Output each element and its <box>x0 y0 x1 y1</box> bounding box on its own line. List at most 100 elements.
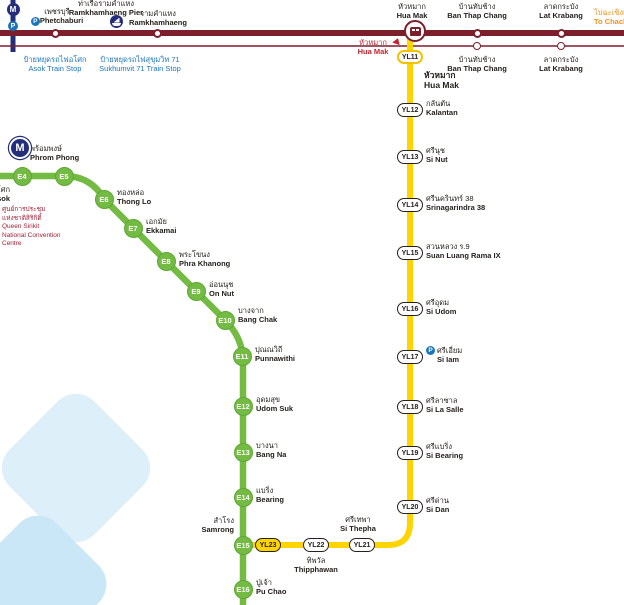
qsncc-label: ศูนย์การประชุม แห่งชาติสิริกิติ์ Queen S… <box>2 206 66 249</box>
direction-eng: To Chachoengsao <box>594 17 624 26</box>
station-name-eng: Samrong <box>201 525 234 534</box>
station-name-thai: พระโขนง <box>179 250 210 259</box>
station-name-thai: รามคำแหง <box>140 9 176 18</box>
station-name-thai: บางจาก <box>238 306 264 315</box>
qsncc-line: Queen Sirikit <box>2 223 40 230</box>
station-name-eng: On Nut <box>209 289 234 298</box>
green-station-marker: E5 <box>54 166 74 186</box>
station-name-thai: ปุณณวิถี <box>255 345 283 354</box>
srt-station-label-banthapchang: บ้านทับช้าง Ban Thap Chang <box>432 55 522 73</box>
station-name-eng: Ramkhamhaeng Pier <box>68 8 144 17</box>
station-name-thai: ปู่เจ้า <box>256 578 272 587</box>
qsncc-line: National Convention <box>2 231 61 239</box>
station-name-thai: หัวหมาก <box>398 2 426 11</box>
station-name-thai: หัวหมาก <box>424 70 456 80</box>
station-name-eng: Punnawithi <box>255 354 295 363</box>
station-name-eng: Lat Krabang <box>539 11 583 20</box>
station-name-eng: Si Nut <box>426 155 448 164</box>
yellow-station-marker: YL20 <box>397 500 423 514</box>
direction-label-chachoengsao: ไปฉะเชิงเทรา To Chachoengsao <box>594 8 624 26</box>
mrt-icon: M <box>6 3 20 16</box>
green-station-marker: E12 <box>233 396 253 416</box>
station-name-eng: Phra Khanong <box>179 259 231 268</box>
station-name-thai: แบริ่ง <box>256 486 274 495</box>
station-name-thai: เอกมัย <box>146 217 167 226</box>
station-name-eng: Thipphawan <box>294 565 338 574</box>
station-name-eng: Phrom Phong <box>30 153 80 162</box>
stop-name-eng: Sukhumvit 71 Train Stop <box>99 64 181 73</box>
green-station-label: ปุณณวิถีPunnawithi <box>255 345 345 363</box>
green-station-marker: E7 <box>123 218 143 238</box>
station-name-eng: Si Iam <box>437 355 460 364</box>
yellow-station-marker: YL18 <box>397 400 423 414</box>
station-name-thai: อุดมสุข <box>256 395 281 404</box>
station-name-thai: สำโรง <box>213 516 234 525</box>
qsncc-line: แห่งชาติสิริกิติ์ <box>2 214 42 222</box>
station-name-eng: Ban Thap Chang <box>447 64 507 73</box>
green-station-marker: E11 <box>232 346 252 366</box>
srt-station-dot <box>557 42 565 50</box>
station-name-eng: Hua Mak <box>424 80 459 90</box>
station-name-eng: Si Dan <box>426 505 450 514</box>
station-name-thai: ท่าเรือรามคำแหง <box>77 0 135 8</box>
station-name-eng: Si Thepha <box>340 524 376 533</box>
station-name-eng: Ban Thap Chang <box>447 11 507 20</box>
green-station-marker: E16 <box>233 579 253 599</box>
station-name-eng: Lat Krabang <box>539 64 583 73</box>
station-name-thai: ศรีนุช <box>426 146 446 155</box>
arl-station-label-ramkhamhaeng: รามคำแหง Ramkhamhaeng <box>113 9 203 27</box>
ferry-pier-icon <box>110 15 123 28</box>
station-name-thai: ศรีด่าน <box>426 496 449 505</box>
station-name-thai: อ่อนนุช <box>209 280 234 289</box>
srt-station-dot <box>473 42 481 50</box>
arl-station-label-latkrabang: ลาดกระบัง Lat Krabang <box>516 2 606 20</box>
huamak-interchange-marker <box>404 20 426 42</box>
station-name-thai: บางนา <box>256 441 278 450</box>
train-stop-label-sukhumvit71: ป้ายหยุดรถไฟสุขุมวิท 71 Sukhumvit 71 Tra… <box>85 55 195 73</box>
yellow-station-marker: YL15 <box>397 246 423 260</box>
station-name-thai: ศรีแบริ่ง <box>426 442 453 451</box>
train-stop-label-asok: ป้ายหยุดรถไฟอโศก Asok Train Stop <box>10 55 100 73</box>
qsncc-line: ศูนย์การประชุม <box>2 206 46 213</box>
station-name-eng: Srinagarindra 38 <box>426 203 486 212</box>
arl-station-dot <box>50 28 60 38</box>
stop-name-eng: Asok Train Stop <box>28 64 82 73</box>
yellow-station-marker: YL16 <box>397 302 423 316</box>
station-name-thai: ศรีลาซาล <box>426 396 458 405</box>
station-name-eng: Si Udom <box>426 307 457 316</box>
station-name-eng: Hua Mak <box>357 47 389 56</box>
station-name-eng: Ramkhamhaeng <box>129 18 187 27</box>
station-name-eng: Si La Salle <box>426 405 464 414</box>
station-name-thai: ศรีอุดม <box>426 298 450 307</box>
green-station-marker: E8 <box>156 251 176 271</box>
station-name-eng: Suan Luang Rama IX <box>426 251 501 260</box>
station-name-eng: Ekkamai <box>146 226 177 235</box>
qsncc-line: Centre <box>2 240 22 247</box>
srt-station-label-latkrabang: ลาดกระบัง Lat Krabang <box>516 55 606 73</box>
station-name-thai: ทองหล่อ <box>117 188 145 197</box>
station-name-thai: ศรีเอี่ยม <box>437 346 463 355</box>
yellow-station-marker: YL12 <box>397 103 423 117</box>
station-name-eng: Bearing <box>256 495 284 504</box>
parking-icon: P <box>8 21 18 31</box>
station-name-eng: Udom Suk <box>256 404 294 413</box>
station-name-eng: Hua Mak <box>396 11 428 20</box>
station-name-thai: กลันตัน <box>426 99 451 108</box>
